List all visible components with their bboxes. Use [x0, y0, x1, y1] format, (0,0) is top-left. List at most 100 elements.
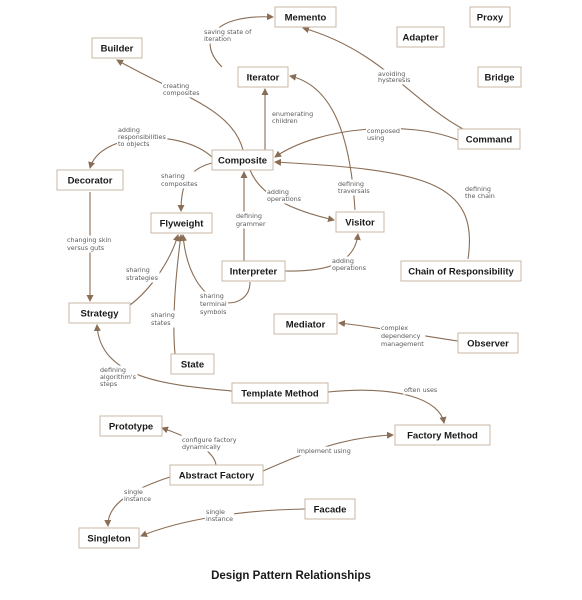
- node-label: Singleton: [87, 533, 130, 544]
- node-observer: Observer: [457, 332, 519, 354]
- node-interpreter: Interpreter: [221, 260, 286, 282]
- edge-label-bg-comp-fly: [160, 171, 200, 189]
- node-flyweight: Flyweight: [150, 212, 213, 234]
- edge-comp-builder: [116, 59, 244, 151]
- node-box: [56, 169, 124, 191]
- node-box: [304, 498, 356, 520]
- edge-label-bg-comp-visitor: [266, 187, 303, 204]
- node-composite: Composite: [211, 149, 274, 171]
- edge-label-bg-decor-strat: [66, 235, 113, 253]
- node-command: Command: [457, 128, 521, 150]
- edge-label-af-factory: implement using: [297, 447, 351, 455]
- node-label: Proxy: [477, 12, 504, 23]
- node-box: [457, 128, 521, 150]
- edge-label-bg-iter-memento: [203, 27, 254, 44]
- node-box: [91, 37, 143, 59]
- node-box: [170, 353, 215, 375]
- node-box: [394, 424, 491, 446]
- node-decorator: Decorator: [56, 169, 124, 191]
- node-box: [150, 212, 213, 234]
- edge-label-bg-af-singleton: [123, 487, 153, 504]
- edge-cmd-comp: [274, 127, 459, 158]
- edge-label-bg-chain-comp: [464, 184, 496, 201]
- node-mediator: Mediator: [273, 313, 338, 335]
- node-label: Abstract Factory: [179, 470, 255, 481]
- node-label: Builder: [101, 43, 134, 54]
- edge-label-bg-interp-visitor: [331, 256, 368, 273]
- node-box: [231, 382, 329, 404]
- node-box: [400, 260, 522, 282]
- node-memento: Memento: [274, 6, 337, 28]
- edge-label-bg-observer-mediator: [380, 323, 426, 349]
- node-builder: Builder: [91, 37, 143, 59]
- node-adapter: Adapter: [396, 26, 445, 48]
- node-box: [99, 415, 163, 437]
- node-box: [273, 313, 338, 335]
- edge-label-bg-interp-comp: [235, 211, 267, 229]
- edge-label-bg-state-fly: [150, 310, 176, 328]
- node-box: [169, 464, 264, 486]
- node-label: Prototype: [109, 421, 153, 432]
- diagram-title: Design Pattern Relationships: [211, 570, 371, 582]
- edge-label-bg-template-factory: [403, 385, 439, 395]
- node-visitor: Visitor: [335, 211, 385, 233]
- node-box: [274, 6, 337, 28]
- node-label: State: [181, 359, 204, 370]
- node-bridge: Bridge: [477, 66, 522, 88]
- node-label: Memento: [285, 12, 327, 23]
- node-singleton: Singleton: [78, 527, 140, 549]
- node-iterator: Iterator: [237, 66, 289, 88]
- node-facade: Facade: [304, 498, 356, 520]
- node-box: [469, 6, 511, 28]
- node-template: Template Method: [231, 382, 329, 404]
- node-box: [237, 66, 289, 88]
- edge-label-bg-strat-fly: [125, 265, 160, 283]
- edge-label-bg-visitor-iter: [337, 179, 372, 196]
- node-box: [221, 260, 286, 282]
- edge-label-bg-interp-fly: [199, 291, 229, 317]
- node-box: [78, 527, 140, 549]
- edge-label-bg-template-strat: [99, 365, 138, 389]
- node-box: [335, 211, 385, 233]
- edge-label-bg-cmd-comp: [366, 126, 401, 143]
- edge-label-bg-facade-singleton: [205, 507, 235, 524]
- node-state: State: [170, 353, 215, 375]
- node-box: [211, 149, 274, 171]
- node-label: Chain of Responsibility: [408, 266, 514, 277]
- node-box: [68, 302, 131, 324]
- edge-chain-comp: [274, 158, 470, 260]
- node-label: Command: [466, 134, 513, 145]
- node-label: Observer: [467, 338, 509, 349]
- node-box: [457, 332, 519, 354]
- node-label: Interpreter: [230, 266, 278, 277]
- node-label: Visitor: [345, 217, 375, 228]
- edge-template-strat: [93, 324, 233, 392]
- node-abstract-factory: Abstract Factory: [169, 464, 264, 486]
- edge-label-bg-comp-iter: [271, 109, 315, 126]
- node-label: Strategy: [80, 308, 119, 319]
- node-label: Mediator: [286, 319, 326, 330]
- node-label: Adapter: [403, 32, 439, 43]
- edge-template-factory: [327, 389, 447, 424]
- node-label: Flyweight: [160, 218, 205, 229]
- node-chain: Chain of Responsibility: [400, 260, 522, 282]
